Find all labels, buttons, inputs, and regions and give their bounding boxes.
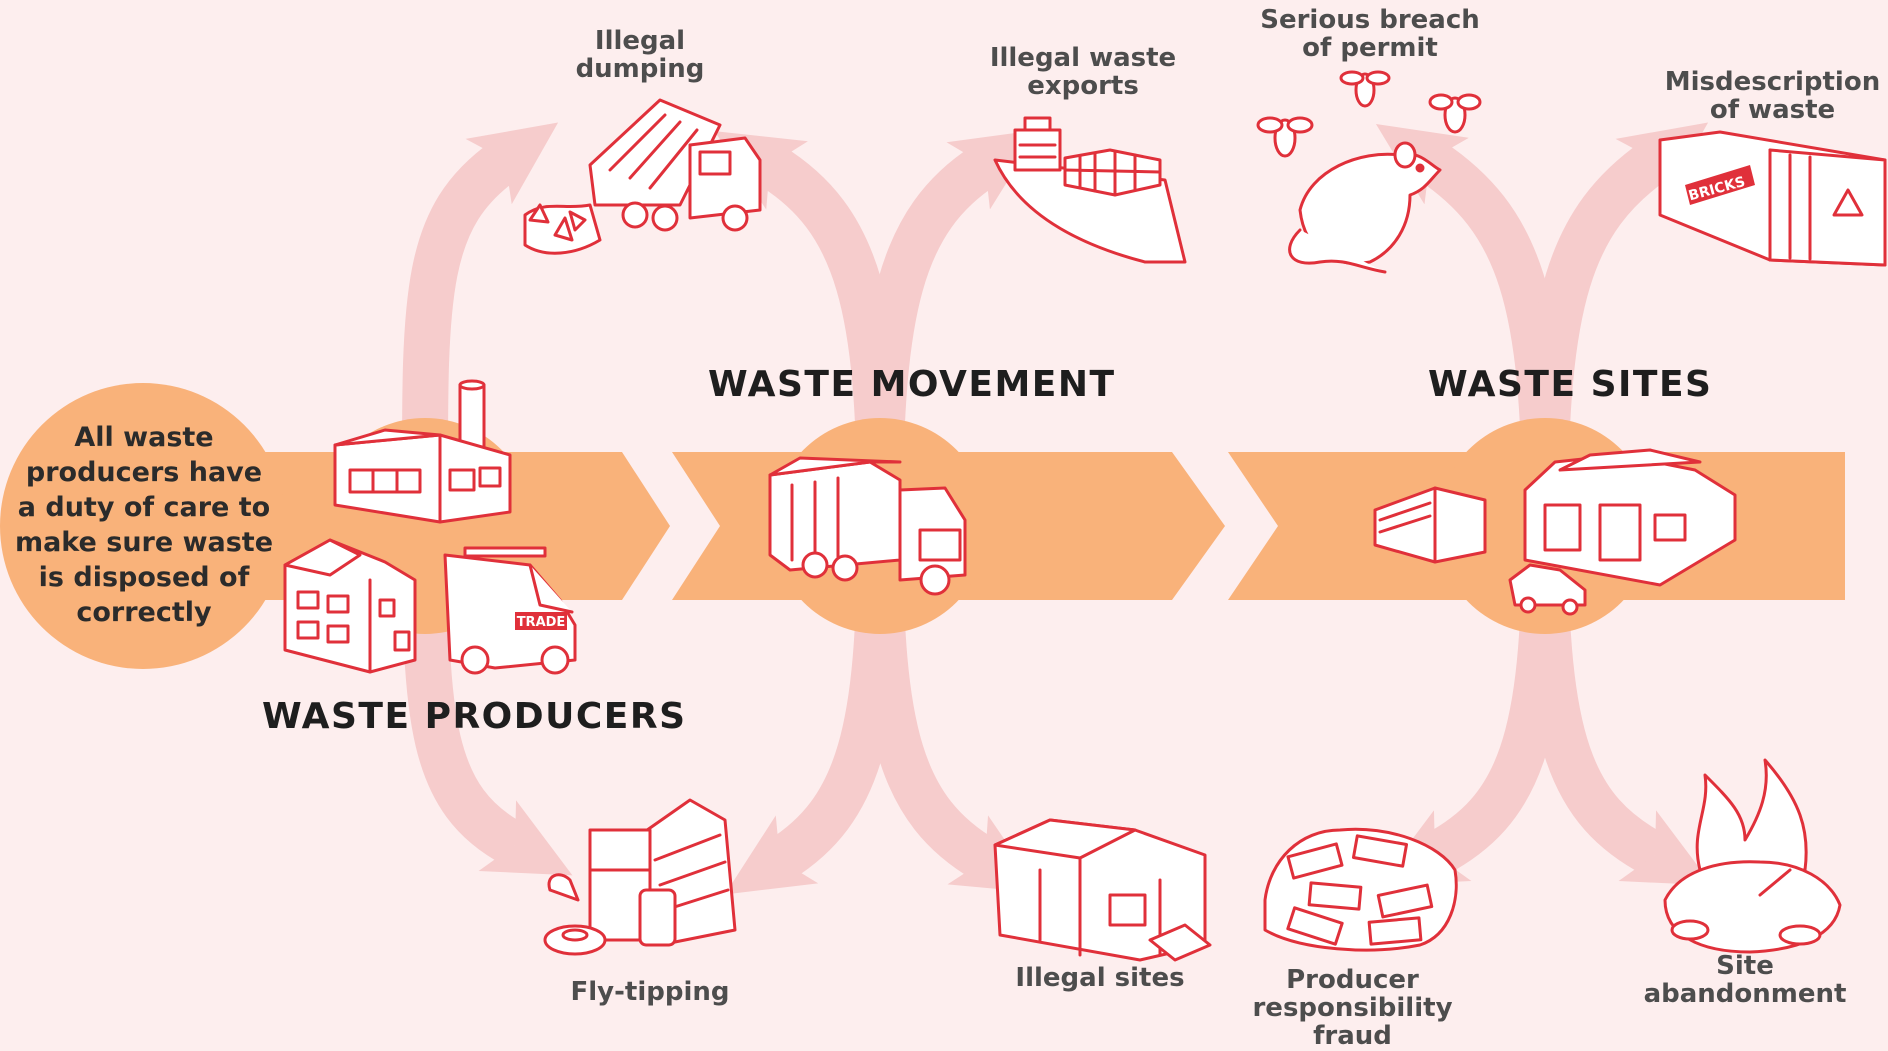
intro-circle [0, 383, 286, 669]
burning-waste-icon [1663, 758, 1842, 954]
fly-tipped-items-icon [543, 798, 737, 956]
fly-icon [1428, 93, 1482, 134]
rat-icon [1288, 141, 1442, 274]
barn-icon [993, 818, 1212, 962]
label-site-abandonment: Site abandonment [1643, 951, 1847, 1009]
intro-text: All waste producers have a duty of care … [14, 422, 274, 628]
label-producer-fraud: Producer responsibility fraud [1252, 965, 1453, 1051]
banknotes-pile-icon [1263, 827, 1458, 952]
shipping-container-icon [1658, 130, 1887, 267]
cargo-ship-icon [993, 116, 1187, 264]
stage-heading-sites: WASTE SITES [1428, 364, 1713, 405]
trade-van-icon [443, 546, 577, 675]
factory-icon [333, 379, 512, 524]
label-illegal-sites: Illegal sites [1015, 963, 1185, 993]
label-serious-breach: Serious breach of permit [1260, 5, 1480, 63]
fly-icon [1339, 70, 1391, 108]
label-misdescription: Misdescription of waste [1664, 67, 1881, 125]
lorry-icon [768, 456, 967, 596]
label-illegal-dumping: Illegal dumping [575, 26, 705, 84]
house-icon [283, 538, 417, 674]
label-illegal-waste-exports: Illegal waste exports [989, 43, 1177, 101]
stage-heading-movement: WASTE MOVEMENT [708, 364, 1116, 405]
stage-heading-producers: WASTE PRODUCERS [262, 696, 687, 737]
label-fly-tipping: Fly-tipping [570, 977, 730, 1007]
waste-site-icon [1373, 448, 1737, 616]
tipper-lorry-icon [523, 98, 762, 255]
fly-icon [1256, 116, 1314, 158]
van-trade-label: TRADE [517, 615, 566, 630]
